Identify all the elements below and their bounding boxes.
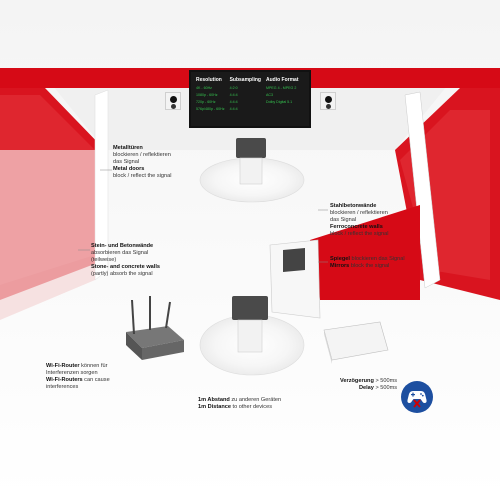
tv-cell: 1080p - 60Hz	[196, 93, 218, 97]
transmitter-device	[236, 138, 266, 158]
left-speaker	[165, 92, 181, 110]
mirror-en-rest: block the signal	[349, 263, 390, 269]
tv-cell: 4:4:4	[229, 93, 238, 97]
label-wifi-router: Wi-Fi-Router können für Interferenzen so…	[46, 363, 110, 391]
metal-de-line2: das Signal	[113, 159, 140, 165]
tv-screen: Resolution Subsampling Audio Format 4K -…	[189, 70, 311, 128]
steel-de-line1: blockieren / reflektieren	[330, 210, 388, 216]
router-front	[142, 340, 184, 360]
distance-de-rest: zu anderen Geräten	[229, 397, 282, 403]
mirror-panel	[269, 239, 321, 319]
metal-en-title: Metal doors	[113, 166, 145, 172]
delay-de-title: Verzögerung	[340, 378, 374, 384]
tv-header-resolution: Resolution	[196, 77, 222, 83]
tv-cell: 720p - 60Hz	[196, 100, 216, 104]
tv-cell: 4:4:4	[229, 107, 238, 111]
steel-en-line: block / reflect the signal	[330, 231, 389, 237]
left-pink-area	[0, 150, 95, 320]
stone-en-title: Stone- and concrete walls	[91, 264, 161, 270]
metal-de-title: Metalltüren	[113, 145, 143, 151]
label-mirrors: Spiegel blockieren das Signal Mirrors bl…	[330, 256, 405, 270]
controller-crossed-icon	[407, 391, 427, 408]
game-console-side	[324, 330, 332, 364]
delay-en-rest: > 500ms	[373, 385, 398, 391]
mirror-reflection-device	[283, 248, 305, 272]
label-distance: 1m Abstand zu anderen Geräten 1m Distanc…	[198, 397, 281, 411]
router-top	[126, 326, 184, 348]
label-stone-walls: Stein- und Betonwände absorbieren das Si…	[91, 243, 160, 278]
tv-cell: Dolby Digital 5.1	[265, 100, 293, 104]
router-antenna-1	[131, 299, 135, 335]
metal-en-line: block / reflect the signal	[113, 173, 172, 179]
tv-cell: AC3	[265, 93, 273, 97]
router-en-rest: can cause	[82, 377, 110, 383]
tv-cell	[266, 106, 304, 113]
receiver-stand	[237, 319, 263, 353]
distance-en-rest: to other devices	[230, 404, 273, 410]
label-ferroconcrete-walls: Stahlbetonwände blockieren / reflektiere…	[330, 203, 388, 238]
router-en-title: Wi-Fi-Routers	[46, 377, 83, 383]
stone-de-line2: (teilweise)	[91, 257, 117, 263]
label-delay: Verzögerung > 500ms Delay > 500ms	[340, 378, 397, 392]
router-en-line2: interferences	[46, 384, 79, 390]
router-de-line2: Interferenzen sorgen	[46, 370, 98, 376]
router-antenna-3	[165, 301, 171, 329]
tv-header-subsampling: Subsampling	[229, 77, 261, 83]
right-speaker	[320, 92, 336, 110]
game-console	[323, 321, 389, 361]
mirror-en-title: Mirrors	[330, 263, 350, 269]
distance-de-title: 1m Abstand	[198, 397, 230, 403]
tv-cell: 4K - 60Hz	[196, 86, 212, 90]
steel-de-line2: das Signal	[330, 217, 357, 223]
transmitter-stand	[239, 157, 263, 185]
receiver-device	[232, 296, 268, 320]
stone-en-line: (partly) absorb the signal	[91, 271, 153, 277]
router-de-rest: können für	[79, 363, 108, 369]
tv-header-audio: Audio Format	[265, 77, 299, 83]
stone-de-title: Stein- und Betonwände	[91, 243, 154, 249]
label-metal-doors: Metalltüren blockieren / reflektieren da…	[113, 145, 171, 180]
tv-cell: 576p/480p - 60Hz	[196, 107, 225, 111]
delay-de-rest: > 500ms	[373, 378, 398, 384]
steel-en-title: Ferroconcrete walls	[330, 224, 383, 230]
tv-cell: 4:4:4	[229, 100, 238, 104]
game-controller-icon	[401, 381, 433, 413]
delay-en-title: Delay	[358, 385, 374, 391]
steel-de-title: Stahlbetonwände	[330, 203, 377, 209]
mirror-de-rest: blockieren das Signal	[349, 256, 405, 262]
tv-cell: 4:2:0	[229, 86, 238, 90]
router-de-title: Wi-Fi-Router	[46, 363, 80, 369]
distance-en-title: 1m Distance	[198, 404, 231, 410]
mirror-red-zone	[310, 205, 420, 300]
stone-de-line1: absorbieren das Signal	[91, 250, 149, 256]
router-side	[126, 332, 142, 360]
tv-spec-table: Resolution Subsampling Audio Format 4K -…	[196, 77, 303, 113]
metal-de-line1: blockieren / reflektieren	[113, 152, 171, 158]
tv-cell: MPEG 4 - MPEG 2	[265, 86, 297, 90]
mirror-de-title: Spiegel	[330, 256, 350, 262]
